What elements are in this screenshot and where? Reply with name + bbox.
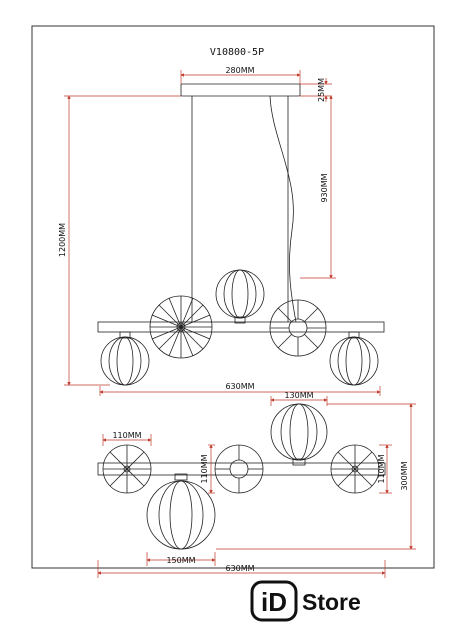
ribbed-globe [100,331,150,386]
fixture-bar [97,462,386,476]
disc-shade [102,444,152,494]
dim-canopy-width: 280MM [225,66,254,75]
store-logo: iD Store [250,580,361,622]
dim-total-height: 1200MM [58,223,67,257]
disc-shade [214,444,264,494]
dim-shade-spacing-left: 110MM [112,431,141,440]
dim-shade-height-right: 110MM [377,454,386,483]
front-view [97,83,385,386]
dim-total-width-bottom: 630MM [225,564,254,573]
dim-total-width-front: 630MM [225,382,254,391]
bottom-view [97,403,386,550]
disc-shade [330,444,380,494]
canopy [180,83,301,97]
dim-total-depth: 300MM [400,461,409,490]
bottom-dimensions [97,396,416,578]
disc-shade [149,295,213,359]
logo-prefix: iD [261,587,287,617]
ribbed-globe [270,403,328,466]
model-title: V10800-5P [210,47,264,58]
drawing-frame [31,25,435,569]
dim-cable-length: 930MM [320,173,329,202]
ribbed-globe [329,331,379,386]
dim-shade-height-mid: 110MM [200,454,209,483]
front-dimensions [64,70,381,396]
dim-globe-diameter: 150MM [166,556,195,565]
logo-badge [250,580,298,622]
power-cable [269,95,297,323]
ribbed-globe [146,473,216,550]
disc-shade [269,299,327,357]
dim-shade-spacing-top: 130MM [284,391,313,400]
dim-canopy-height: 25MM [317,78,326,102]
logo-suffix: Store [302,589,361,615]
fixture-bar [97,321,385,333]
ribbed-globe [215,269,265,324]
